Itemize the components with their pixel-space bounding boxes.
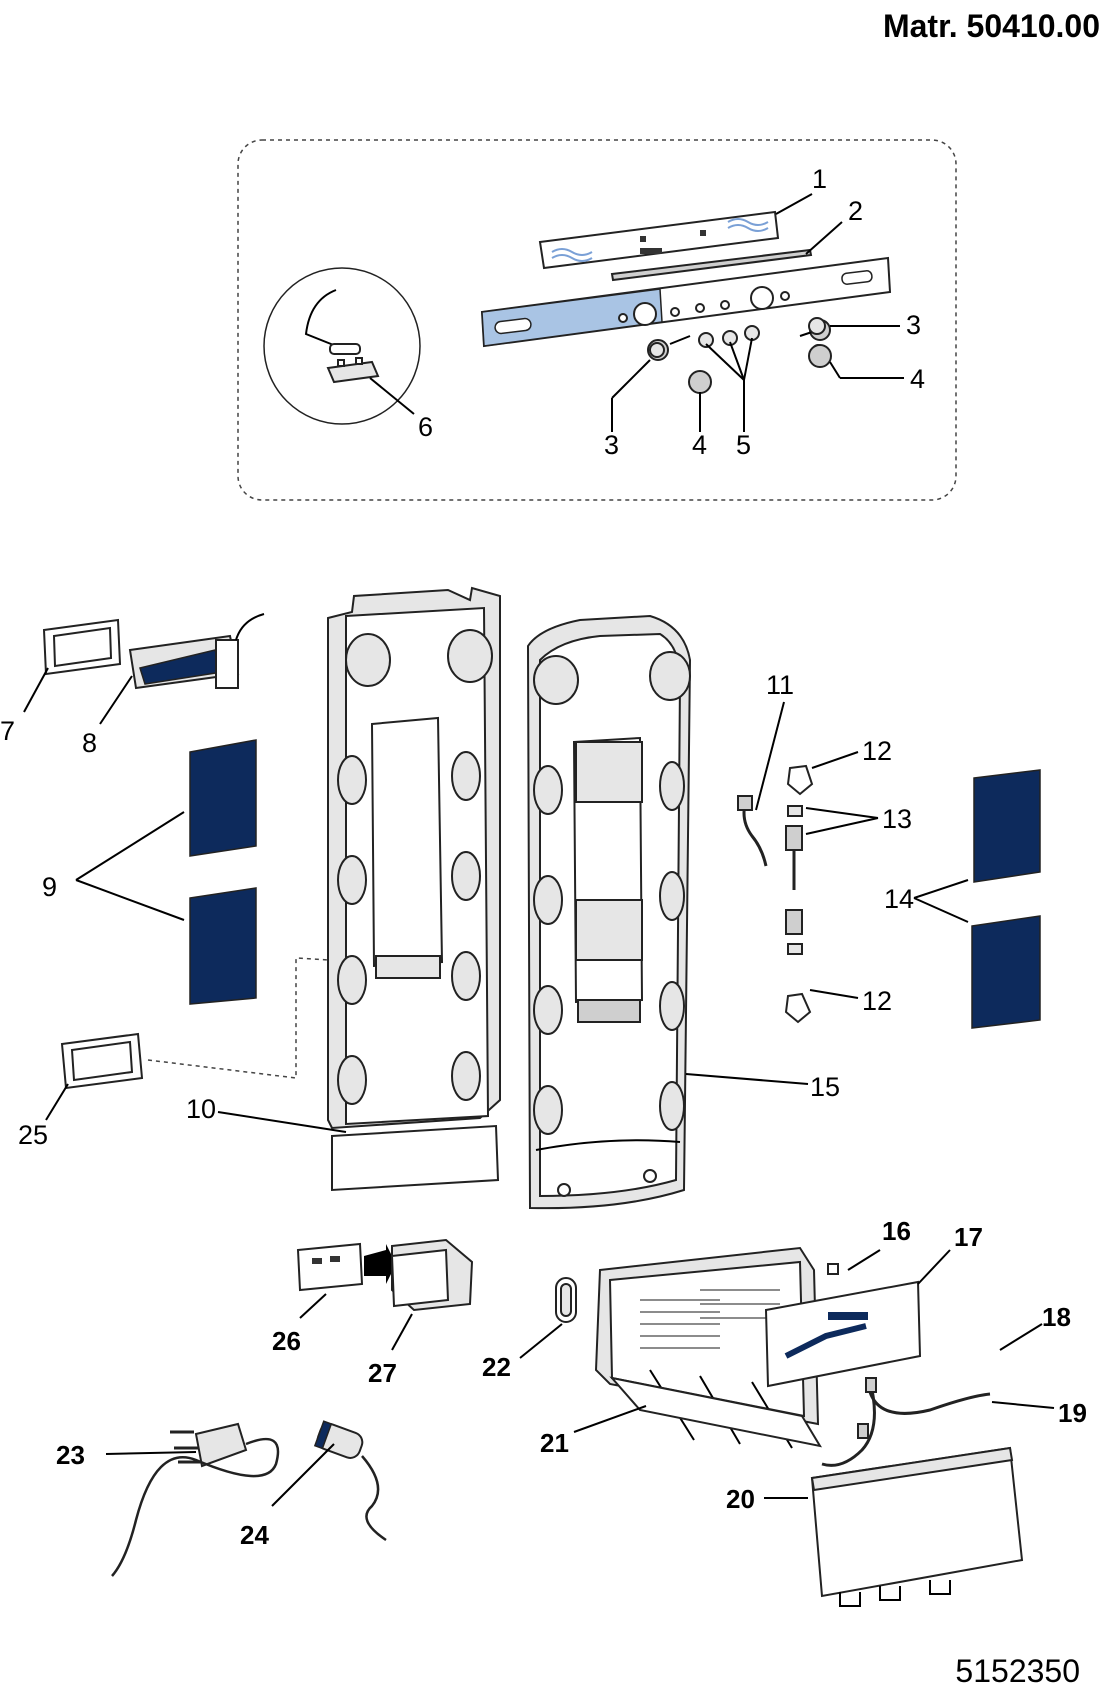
tray-part-21 bbox=[594, 1246, 823, 1449]
control-knobs bbox=[647, 319, 831, 361]
display-module-part-8 bbox=[128, 613, 265, 690]
side-panel-9 bbox=[189, 739, 257, 1005]
callout-4-right: 4 bbox=[910, 364, 925, 394]
sensor-detail-circle bbox=[263, 267, 421, 425]
document-number: 5152350 bbox=[955, 1653, 1080, 1689]
callout-4-bottom: 4 bbox=[692, 430, 707, 460]
connector-part-13 bbox=[785, 805, 803, 955]
material-number: Matr. 50410.00 bbox=[882, 8, 1100, 44]
frame-part-7 bbox=[42, 618, 122, 676]
callout-13: 13 bbox=[882, 804, 912, 834]
callout-14: 14 bbox=[884, 884, 914, 914]
side-panel-14 bbox=[971, 769, 1041, 1029]
callout-2: 2 bbox=[848, 196, 863, 226]
rear-housing-15 bbox=[526, 614, 692, 1210]
callout-6: 6 bbox=[418, 412, 433, 442]
callout-16: 16 bbox=[882, 1216, 911, 1246]
callout-12-bottom: 12 bbox=[862, 986, 892, 1016]
callout-5: 5 bbox=[736, 430, 751, 460]
front-housing-10 bbox=[327, 586, 501, 1192]
callout-19: 19 bbox=[1058, 1398, 1087, 1428]
control-panel-detail-box bbox=[237, 139, 957, 501]
card-part-26 bbox=[296, 1242, 396, 1292]
circuit-board-17 bbox=[764, 1263, 922, 1388]
callout-9: 9 bbox=[42, 872, 57, 902]
callout-23: 23 bbox=[56, 1440, 85, 1470]
callout-25: 25 bbox=[18, 1120, 48, 1150]
callout-10: 10 bbox=[186, 1094, 216, 1124]
callout-15: 15 bbox=[810, 1072, 840, 1102]
cable-part-11 bbox=[737, 795, 768, 867]
leader-lines bbox=[23, 193, 1055, 1507]
control-panel-label-strip bbox=[538, 210, 780, 270]
callout-1: 1 bbox=[812, 164, 827, 194]
callout-8: 8 bbox=[82, 728, 97, 758]
control-panel-housing bbox=[480, 256, 892, 348]
callout-11: 11 bbox=[766, 670, 794, 700]
callout-21: 21 bbox=[540, 1428, 569, 1458]
callout-27: 27 bbox=[368, 1358, 397, 1388]
callout-12-top: 12 bbox=[862, 736, 892, 766]
callout-26: 26 bbox=[272, 1326, 301, 1356]
callout-3-right: 3 bbox=[906, 310, 921, 340]
module-part-27 bbox=[390, 1238, 474, 1312]
callout-20: 20 bbox=[726, 1484, 755, 1514]
capacitor-24 bbox=[313, 1420, 387, 1542]
callout-17: 17 bbox=[954, 1222, 983, 1252]
control-buttons bbox=[649, 317, 832, 394]
frame-part-25 bbox=[60, 957, 331, 1090]
callout-18: 18 bbox=[1042, 1302, 1071, 1332]
fitting-part-12 bbox=[784, 764, 814, 1024]
callout-3-bottom: 3 bbox=[604, 430, 619, 460]
callout-24: 24 bbox=[240, 1520, 269, 1550]
seal-ring-part-22 bbox=[555, 1277, 577, 1323]
cable-part-18 bbox=[821, 1377, 991, 1467]
callout-22: 22 bbox=[482, 1352, 511, 1382]
control-panel-seal-strip bbox=[610, 248, 813, 282]
control-box-20 bbox=[810, 1446, 1024, 1607]
callout-labels: 1 2 3 4 3 4 5 6 7 8 9 25 10 15 11 12 13 … bbox=[0, 164, 1087, 1550]
power-plug-23 bbox=[111, 1422, 280, 1577]
callout-7: 7 bbox=[0, 716, 15, 746]
